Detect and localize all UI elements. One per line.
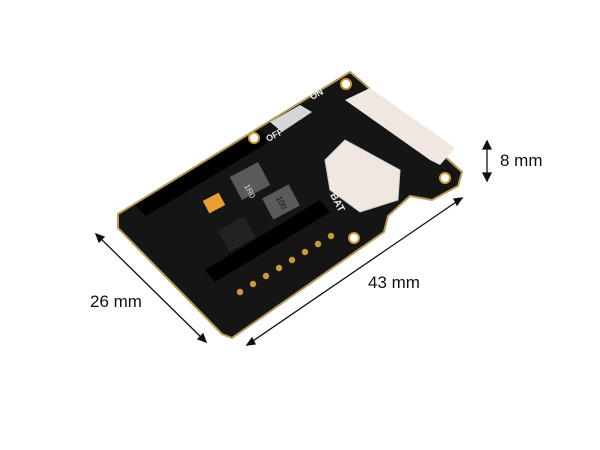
inductor-100 <box>262 184 300 220</box>
inductor-1R0 <box>229 162 271 200</box>
pin-header-left <box>135 130 272 216</box>
dim-line-depth <box>95 233 207 343</box>
battery-connector <box>324 139 401 213</box>
dim-line-width <box>246 197 463 346</box>
mounting-holes <box>248 78 451 244</box>
dimension-width-label: 43 mm <box>368 273 420 292</box>
gold-pads <box>236 232 335 296</box>
slide-switch <box>270 105 312 132</box>
ic-chip <box>218 216 256 252</box>
pin-header-bottom <box>205 200 330 282</box>
dimension-depth-label: 26 mm <box>90 292 142 311</box>
ffc-connector <box>345 88 455 165</box>
capacitor-226 <box>202 192 226 214</box>
dimension-height-label: 8 mm <box>500 151 543 170</box>
